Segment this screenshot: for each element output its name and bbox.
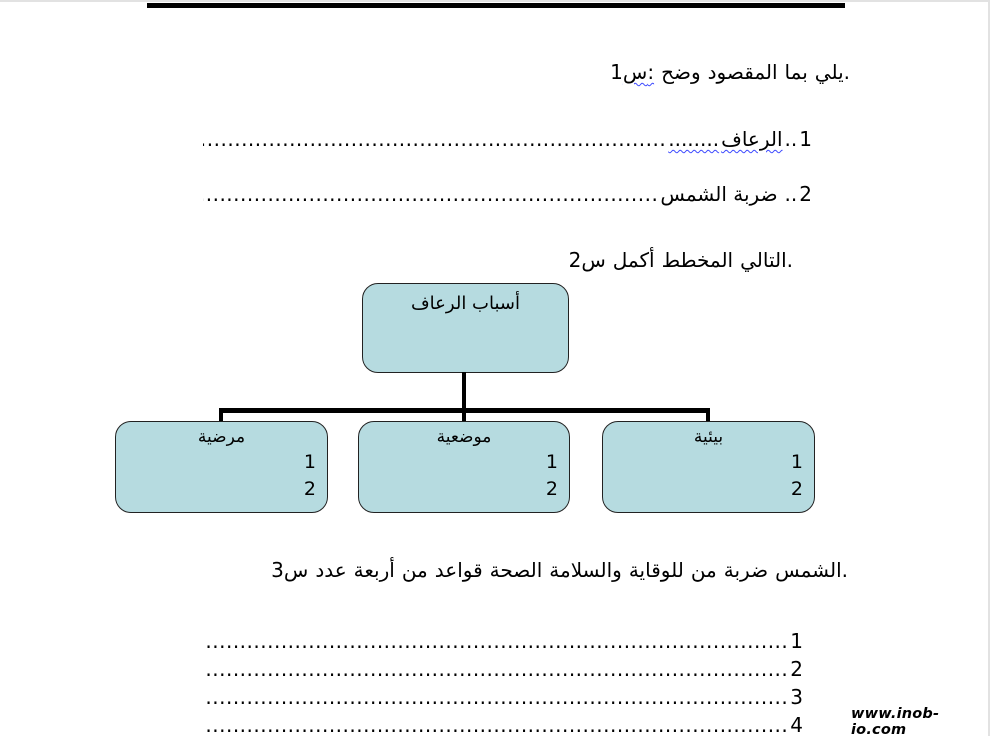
q1-item-1-term: الرعاف [721,127,783,151]
diagram-child-left-numbers: 1 2 [116,449,327,503]
top-rule [147,3,845,8]
diagram-root-label: أسباب الرعاف [411,293,520,314]
answer-line-1-number: 1 [790,629,803,653]
q1-item-1-line: ........................................… [203,126,812,152]
diagram-number-line: 2 [790,478,803,500]
q3-word: ضربة [723,558,769,582]
q3-word: للوقاية [628,558,684,582]
answer-line-2-number: 2 [790,657,803,681]
diagram-number-line: 2 [303,478,316,500]
q1-word: المقصود [707,60,778,84]
q1-item-2-sep: .. [784,182,798,206]
diagram-number-line: 1 [303,451,316,473]
q3-word: من [401,558,428,582]
diagram-child-box-right: بيئية 1 2 [602,421,815,513]
diagram-root-box: أسباب الرعاف [362,283,569,373]
q3-word: والسلامة [549,558,622,582]
dotted-leader: ........................................… [203,713,789,737]
q3-word: عدد [315,558,347,582]
question-3-number: 3 [271,558,284,582]
q3-word: الصحة [489,558,543,582]
diagram-child-right-title: بيئية [693,427,724,447]
q1-item-2-number: 2 [799,182,812,206]
q1-item-2-term: ضربة الشمس [660,182,778,206]
question-1-number: 1 [610,60,623,84]
connector-horizontal [219,408,710,413]
q2-word: أكمل [612,248,655,272]
q3-word: أربعة [353,558,395,582]
q3-word: الشمس. [775,558,848,582]
q1-word: وضح [661,60,701,84]
connector-vertical-right [706,408,710,422]
diagram-child-middle-title: موضعية [436,427,492,447]
dotted-leader: ........................................… [203,685,789,709]
q3-word: من [690,558,717,582]
q2-word: المخطط [661,248,734,272]
answer-line-3-number: 3 [790,685,803,709]
dotted-leader: ........................................… [203,657,789,681]
question-2-number: 2 [568,248,582,272]
page-edge-right [988,0,990,736]
answer-line-3: ........................................… [203,684,803,710]
diagram-number-line: 1 [790,451,803,473]
diagram-child-box-left: مرضية 1 2 [115,421,328,513]
question-1-qmark: س: [622,60,655,84]
q1-word: بما [784,60,808,84]
q1-item-2-line: ........................................… [203,181,812,207]
q3-word: قواعد [434,558,483,582]
q1-item-1-number: 1 [799,127,812,151]
answer-line-4: ........................................… [203,712,803,738]
answer-line-2: ........................................… [203,656,803,682]
dotted-leader: ........................................… [203,182,659,206]
question-2-qmark: س [581,248,606,272]
connector-vertical-left [219,408,223,422]
answer-line-4-number: 4 [790,713,803,737]
dotted-leader: ........................................… [203,127,667,151]
connector-vertical-center [462,372,466,422]
diagram-child-box-middle: موضعية 1 2 [358,421,570,513]
diagram-number-line: 1 [545,451,558,473]
question-3-qmark: س [283,558,309,582]
dotted-leader: ........................................… [203,629,789,653]
page-edge-top [0,0,990,2]
watermark-text: www.inob-io.com [851,706,940,738]
q2-word: التالي. [740,248,793,272]
dotted-leader-squiggled: ........ [668,127,720,151]
q1-word: يلي. [814,60,850,84]
answer-line-1: ........................................… [203,628,803,654]
q1-item-1-sep: .. [784,127,798,151]
diagram-child-right-numbers: 1 2 [603,449,814,503]
diagram-child-middle-numbers: 1 2 [359,449,569,503]
diagram-number-line: 2 [545,478,558,500]
diagram-child-left-title: مرضية [197,427,246,447]
